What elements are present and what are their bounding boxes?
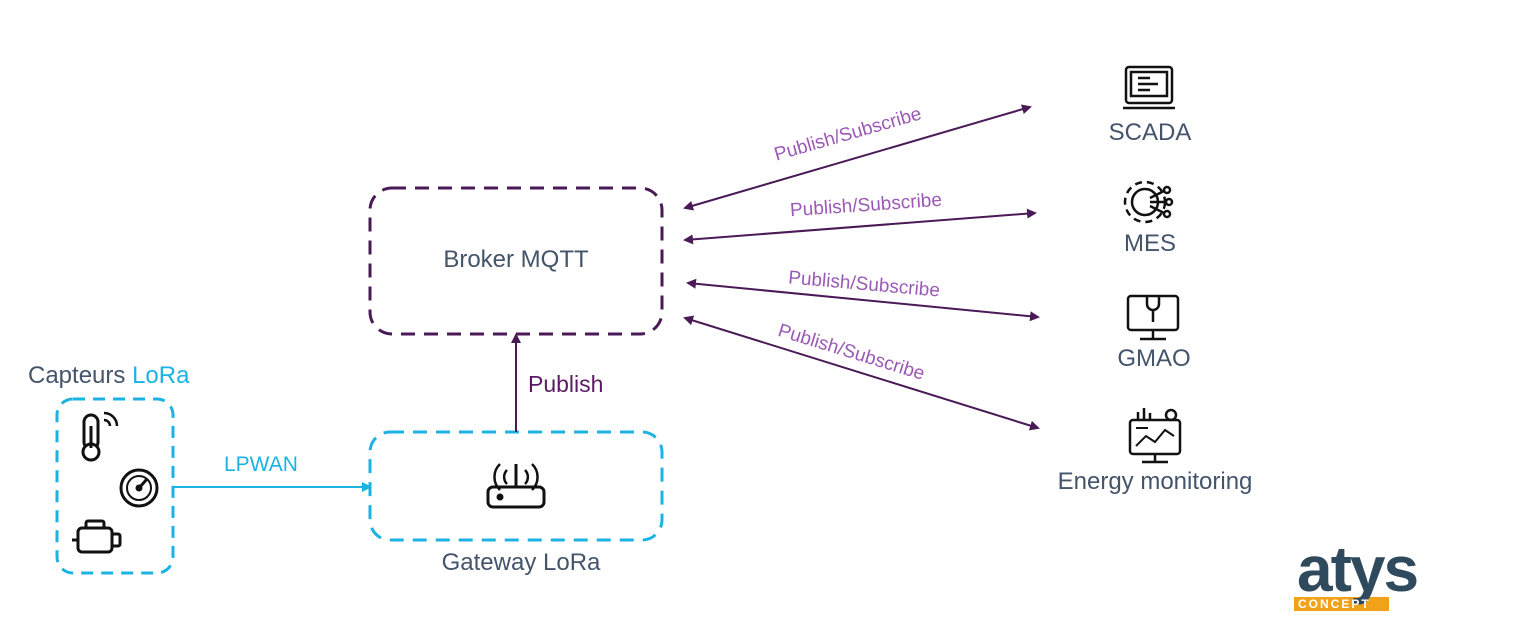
system-label-scada: SCADA — [1108, 119, 1192, 146]
system-label-mes: MES — [1123, 230, 1177, 257]
broker-label: Broker MQTT — [443, 246, 589, 273]
pubsub-arrow-energy — [683, 315, 1040, 431]
energy-dashboard-icon — [1128, 408, 1182, 464]
router-icon — [486, 463, 546, 509]
publish-label: Publish — [528, 371, 604, 397]
sensors-label: Capteurs LoRa — [28, 362, 189, 390]
atys-logo-graphic — [1294, 597, 1389, 611]
pubsub-arrow-gmao — [686, 278, 1040, 322]
sensors-label-lora: LoRa — [132, 362, 190, 389]
atys-logo-subtext: CONCEPT — [1298, 597, 1371, 611]
lpwan-label: LPWAN — [224, 453, 298, 476]
mes-gear-icon — [1123, 180, 1174, 224]
motor-icon — [72, 519, 122, 554]
system-label-gmao: GMAO — [1117, 345, 1191, 372]
scada-monitor-icon — [1123, 65, 1175, 110]
sensors-box — [55, 397, 175, 575]
gauge-icon — [119, 468, 159, 508]
system-label-energy: Energy monitoring — [1057, 468, 1253, 495]
pubsub-arrow-mes — [683, 208, 1037, 245]
pubsub-arrow-scada — [683, 104, 1032, 211]
gateway-label: Gateway LoRa — [441, 549, 601, 576]
sensors-label-prefix: Capteurs — [28, 362, 126, 389]
thermometer-icon — [81, 411, 119, 462]
gmao-wrench-monitor-icon — [1126, 294, 1180, 341]
atys-logo-text: atys — [1297, 533, 1419, 605]
